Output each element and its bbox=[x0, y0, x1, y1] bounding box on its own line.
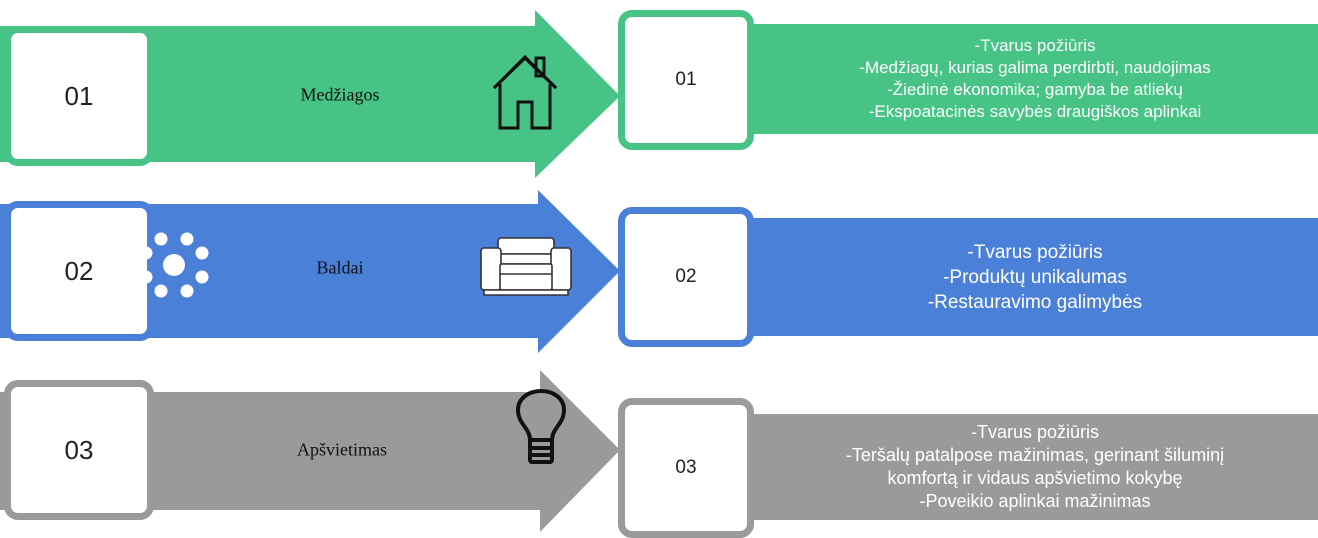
panel-number-box-01: 01 bbox=[618, 10, 754, 150]
flower-dots-icon bbox=[139, 232, 209, 298]
step-number: 01 bbox=[64, 80, 94, 111]
step-number-box-02: 02 bbox=[4, 201, 154, 341]
step-title-apsvietimas: Apšvietimas bbox=[297, 439, 387, 460]
panel-number: 02 bbox=[675, 266, 697, 287]
panel-line: -Tvarus požiūris bbox=[967, 241, 1103, 263]
panel-baldai: -Tvarus požiūris -Produktų unikalumas -R… bbox=[752, 218, 1318, 336]
step-title-medziagos: Medžiagos bbox=[300, 84, 380, 105]
step-number: 02 bbox=[64, 255, 94, 286]
panel-line: -Medžiagų, kurias galima perdirbti, naud… bbox=[859, 58, 1211, 77]
step-number-box-03: 03 bbox=[4, 380, 154, 520]
panel-line: -Teršalų patalpose mažinimas, gerinant š… bbox=[845, 445, 1225, 465]
step-title-baldai: Baldai bbox=[316, 257, 364, 278]
panel-line: -Tvarus požiūris bbox=[970, 422, 1100, 442]
arrow-medziagos bbox=[0, 10, 620, 178]
armchair-icon bbox=[480, 237, 572, 296]
panel-number: 03 bbox=[675, 457, 697, 478]
panel-line: -Tvarus požiūris bbox=[974, 36, 1096, 55]
panel-line: -Poveikio aplinkai mažinimas bbox=[919, 491, 1151, 511]
panel-line: -Ekspoatacinės savybės draugiškos aplink… bbox=[868, 102, 1202, 121]
panel-apsvietimas: -Tvarus požiūris -Teršalų patalpose maži… bbox=[752, 414, 1318, 520]
lightbulb-icon bbox=[516, 389, 566, 464]
panel-number: 01 bbox=[675, 69, 697, 90]
arrow-apsvietimas bbox=[0, 370, 620, 532]
panel-line: komfortą ir vidaus apšvietimo kokybę bbox=[887, 468, 1183, 488]
panel-number-box-03: 03 bbox=[618, 398, 754, 538]
house-icon bbox=[492, 54, 558, 130]
arrow-baldai bbox=[0, 190, 620, 353]
step-number: 03 bbox=[64, 434, 94, 465]
panel-line: -Produktų unikalumas bbox=[943, 266, 1127, 288]
panel-medziagos: -Tvarus požiūris -Medžiagų, kurias galim… bbox=[752, 24, 1318, 134]
panel-number-box-02: 02 bbox=[618, 207, 754, 347]
panel-line: -Žiedinė ekonomika; gamyba be atliekų bbox=[887, 80, 1183, 99]
step-number-box-01: 01 bbox=[4, 26, 154, 166]
panel-line: -Restauravimo galimybės bbox=[927, 291, 1143, 313]
